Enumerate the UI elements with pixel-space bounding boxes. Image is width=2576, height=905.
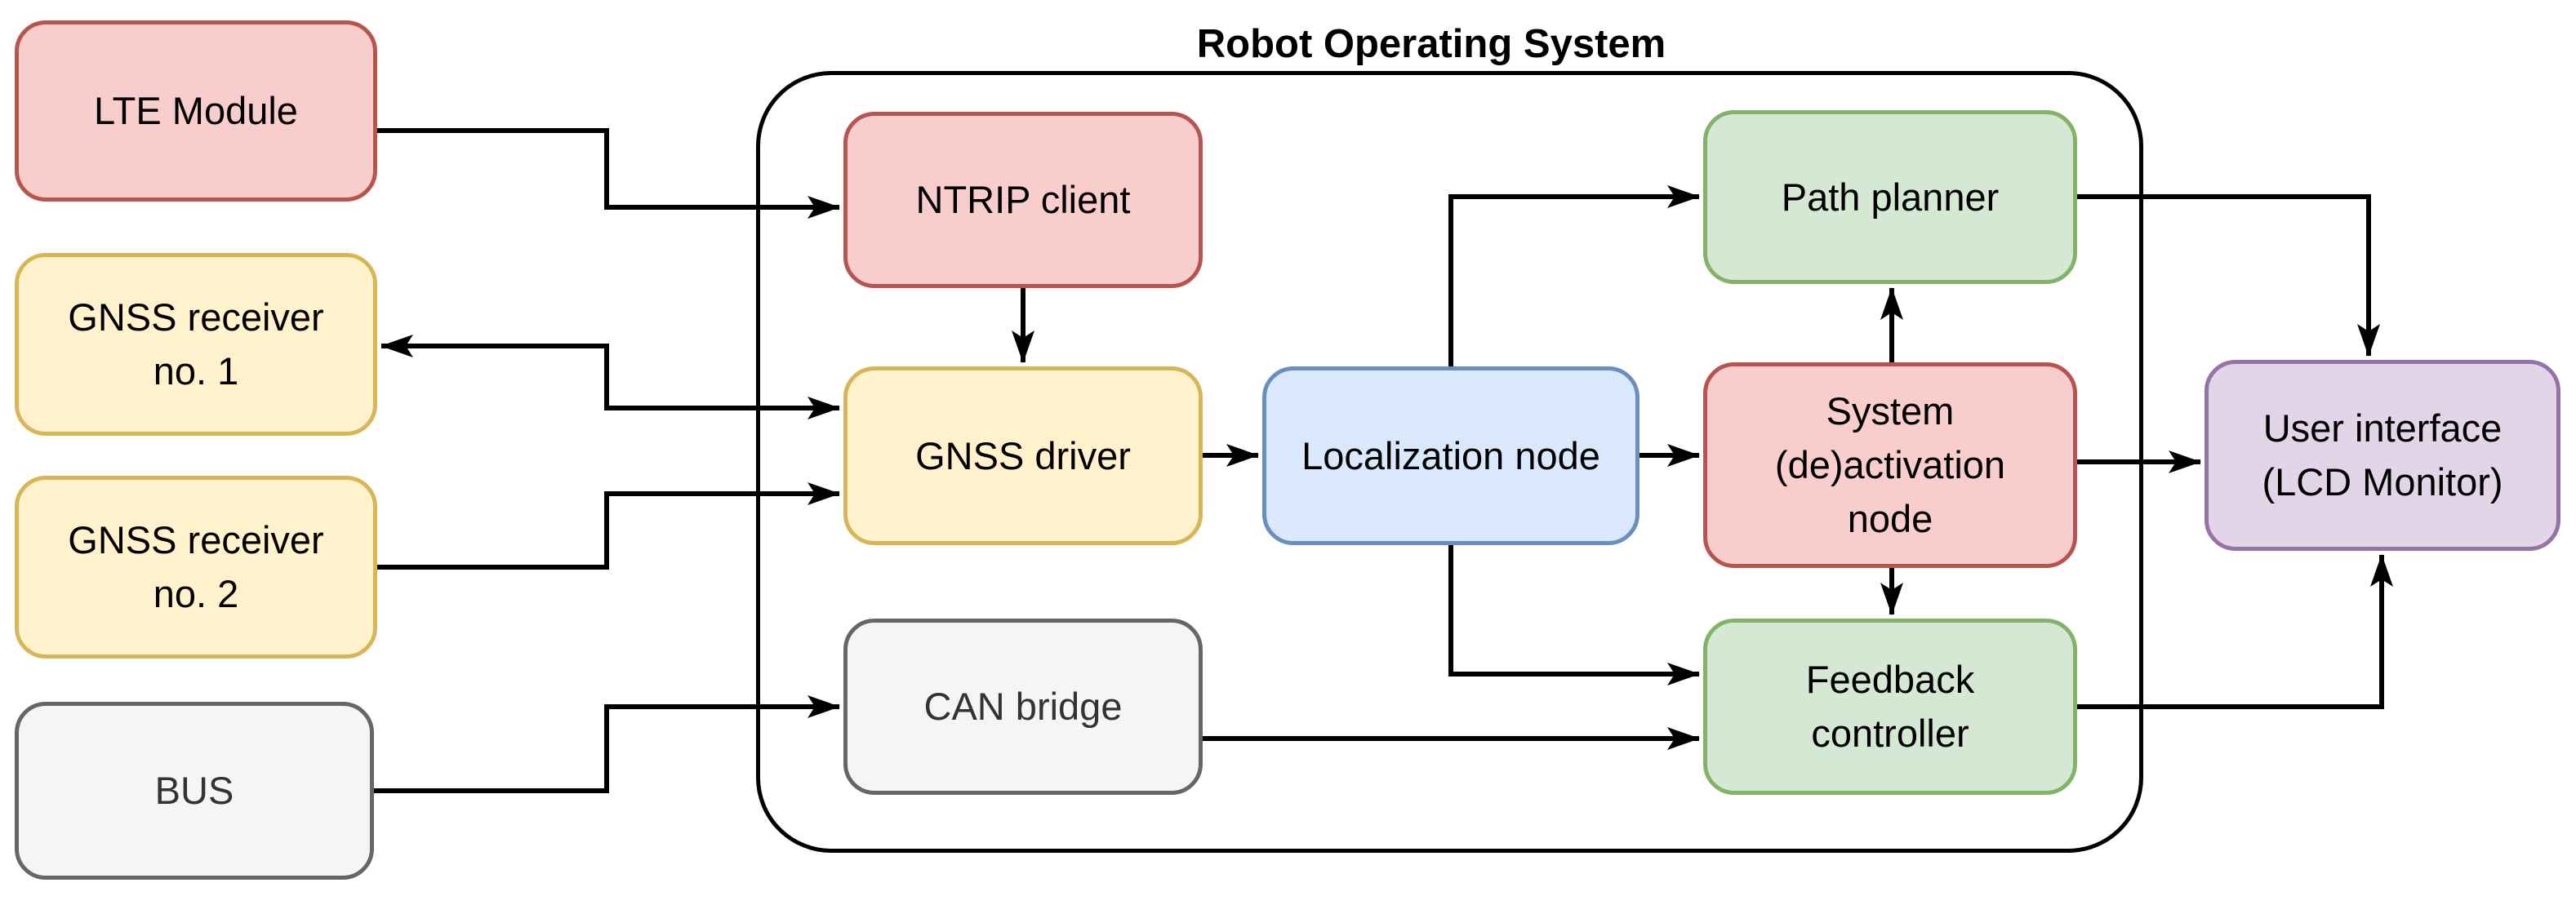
node-label: Localization node	[1301, 433, 1600, 477]
edge-bus-to-can-bridge	[374, 695, 840, 793]
node-path-planner: Path planner	[1703, 110, 2077, 284]
node-label: User interface	[2262, 406, 2503, 450]
node-label: GNSS receiver	[68, 518, 324, 561]
node-lte-module: LTE Module	[15, 20, 377, 202]
edge-gnss-driver-to-gnss-receiver-1-bidirectional	[380, 335, 840, 419]
node-feedback-controller: Feedback controller	[1703, 619, 2077, 795]
node-label: LTE Module	[94, 89, 298, 132]
node-system-deactivation-node: System (de)activation node	[1703, 362, 2077, 568]
ros-container-title: Robot Operating System	[1196, 22, 1666, 66]
node-label: no. 1	[153, 349, 239, 393]
node-label: System	[1826, 389, 1955, 433]
node-label: Feedback	[1805, 658, 1975, 701]
node-user-interface-lcd-monitor: User interface (LCD Monitor)	[2205, 360, 2560, 551]
ros-container-frame	[756, 71, 2143, 853]
node-label: (LCD Monitor)	[2262, 460, 2503, 504]
node-label: node	[1847, 497, 1933, 540]
node-label: GNSS driver	[915, 433, 1131, 477]
node-label: NTRIP client	[915, 178, 1131, 221]
node-bus: BUS	[15, 702, 374, 880]
edge-localization-node-to-feedback-controller	[1448, 545, 1700, 685]
node-label: no. 2	[153, 572, 239, 615]
node-label: controller	[1811, 712, 1969, 755]
node-label: (de)activation	[1774, 443, 2006, 486]
edge-localization-node-to-path-planner	[1448, 185, 1700, 366]
node-gnss-receiver-2: GNSS receiver no. 2	[15, 476, 377, 659]
edge-path-planner-to-user-interface	[2077, 194, 2380, 357]
edge-gnss-receiver-2-to-gnss-driver	[377, 482, 840, 570]
node-gnss-driver: GNSS driver	[843, 366, 1203, 545]
node-localization-node: Localization node	[1262, 366, 1639, 545]
node-label: BUS	[154, 769, 234, 812]
node-label: CAN bridge	[923, 685, 1123, 728]
node-label: Path planner	[1781, 175, 2000, 219]
edge-lte-module-to-ntrip-client	[377, 128, 840, 219]
node-label: GNSS receiver	[68, 295, 324, 339]
node-can-bridge: CAN bridge	[843, 619, 1203, 795]
edge-feedback-controller-to-user-interface	[2077, 554, 2393, 709]
node-ntrip-client: NTRIP client	[843, 112, 1203, 288]
node-gnss-receiver-1: GNSS receiver no. 1	[15, 253, 377, 436]
